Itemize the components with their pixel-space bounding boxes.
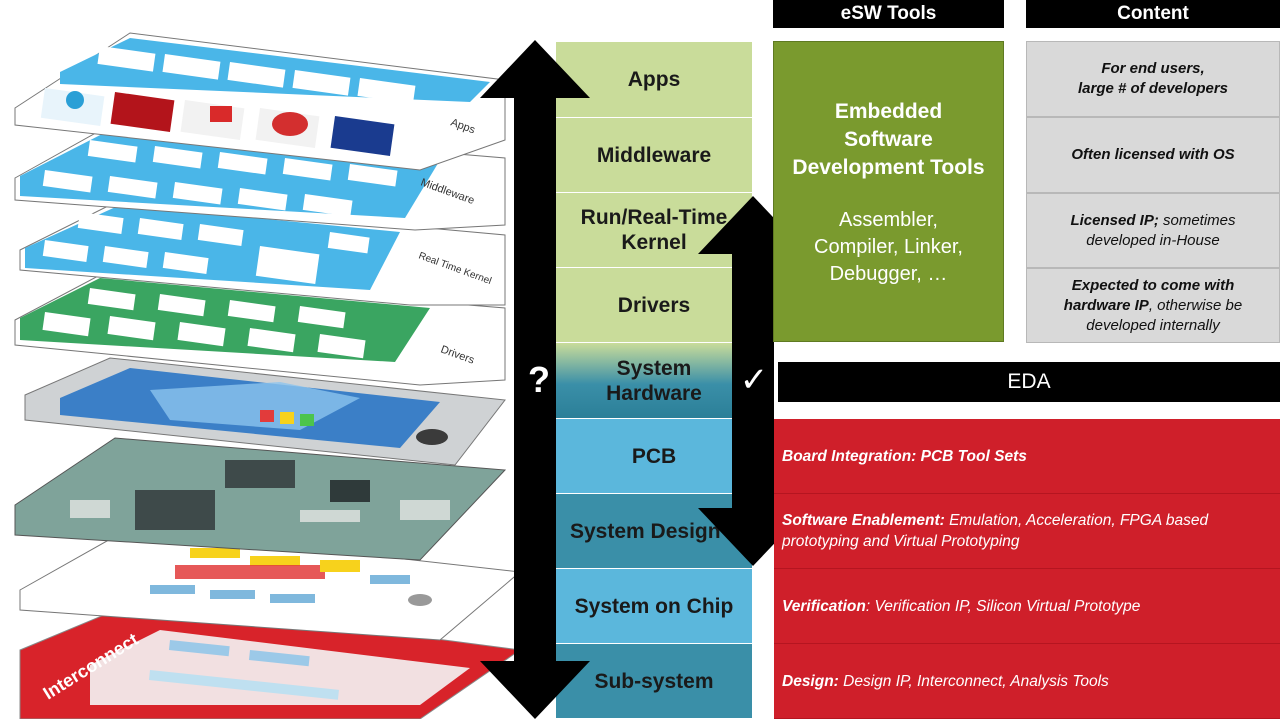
eda-row-2-text: Software Enablement: Emulation, Accelera…: [782, 510, 1268, 552]
eda-row-2-rest: Emulation, Acceleration, FPGA based prot…: [782, 512, 1209, 550]
eda-row-3-text: Verification: Verification IP, Silicon V…: [782, 596, 1140, 617]
content-drivers: Expected to come with hardware IP, other…: [1026, 268, 1280, 343]
esw-tools-header: eSW Tools: [773, 0, 1004, 28]
layer-system-on-chip: System on Chip: [556, 569, 752, 644]
eda-row-3-bold: Verification: [782, 597, 866, 615]
layer-kernel-label-1: Run/Real-Time: [580, 206, 728, 229]
layer-system-hardware-label-2: Hardware: [606, 381, 702, 405]
content-drivers-text: Expected to come with hardware IP, other…: [1037, 276, 1269, 336]
full-stack-double-arrow: [480, 40, 590, 719]
layer-apps: Apps: [556, 42, 752, 118]
check-mark: ✓: [739, 361, 769, 399]
layer-system-hardware-label-1: System: [616, 356, 692, 380]
eda-row-2-bold: Software Enablement:: [782, 512, 945, 529]
eda-row-3-rest: : Verification IP, Silicon Virtual Proto…: [865, 597, 1141, 615]
kernel-layer: Real Time Kernel: [19, 199, 506, 306]
content-kernel-rest: sometimes developed in-House: [1086, 211, 1236, 249]
content-kernel-text: Licensed IP; sometimes developed in-Hous…: [1037, 211, 1269, 251]
content-drivers-bold: Expected to come with hardware IP: [1063, 276, 1235, 314]
esw-title: Embedded Software Development Tools: [774, 98, 1003, 182]
content-drivers-rest: , otherwise be developed internally: [1086, 296, 1243, 334]
layer-soc-label: System on Chip: [574, 594, 734, 618]
eda-row-4-rest: Design IP, Interconnect, Analysis Tools: [838, 672, 1109, 690]
layer-pcb: PCB: [556, 419, 752, 494]
pcb-layer: [14, 437, 507, 561]
content-apps-line-1: For end users,: [1101, 60, 1205, 77]
layer-drivers: Drivers: [556, 268, 752, 343]
content-apps: For end users, large # of developers: [1026, 41, 1280, 117]
layer-system-design: System Design: [556, 494, 752, 569]
interconnect-layer: Interconnect: [19, 599, 522, 719]
apps-layer: Apps: [14, 32, 506, 171]
eda-row-4-text: Design: Design IP, Interconnect, Analysi…: [782, 671, 1109, 692]
content-kernel: Licensed IP; sometimes developed in-Hous…: [1026, 193, 1280, 268]
eda-row-4-bold: Design:: [782, 672, 839, 690]
layer-system-design-label: System Design: [570, 519, 721, 543]
layer-subsystem: Sub-system: [556, 644, 752, 719]
content-kernel-bold: Licensed IP;: [1070, 211, 1159, 229]
eda-row-software-enablement: Software Enablement: Emulation, Accelera…: [774, 494, 1280, 569]
esw-title-line-2: Software: [844, 128, 933, 151]
esw-tools-box: Embedded Software Development Tools Asse…: [773, 41, 1004, 342]
esw-items-line-3: Debugger, …: [829, 263, 948, 285]
eda-row-1-text: Board Integration: PCB Tool Sets: [782, 446, 1027, 467]
esw-items-line-1: Assembler,: [839, 209, 938, 231]
eda-row-verification: Verification: Verification IP, Silicon V…: [774, 569, 1280, 644]
content-header: Content: [1026, 0, 1280, 28]
esw-items-line-2: Compiler, Linker,: [814, 236, 963, 258]
phone-layer: [24, 357, 506, 466]
eda-row-design: Design: Design IP, Interconnect, Analysi…: [774, 644, 1280, 719]
esw-title-line-3: Development Tools: [792, 156, 985, 179]
hardware-software-double-arrow: [698, 196, 808, 566]
layered-stack-illustration: Interconnect: [14, 32, 522, 719]
layer-drivers-label: Drivers: [617, 293, 691, 317]
layer-apps-label: Apps: [627, 68, 681, 91]
question-mark: ?: [528, 359, 550, 400]
content-middleware: Often licensed with OS: [1026, 117, 1280, 193]
eda-row-1-bold: Board Integration: PCB Tool Sets: [782, 447, 1027, 465]
content-apps-line-2: large # of developers: [1077, 80, 1229, 97]
eda-header: EDA: [778, 362, 1280, 402]
layer-kernel: Run/Real-Time Kernel: [556, 193, 752, 268]
layer-pcb-label: PCB: [631, 444, 677, 468]
layer-middleware-label: Middleware: [596, 143, 712, 167]
layer-kernel-label-2: Kernel: [621, 231, 687, 254]
layer-middleware: Middleware: [556, 118, 752, 193]
esw-tool-list: Assembler, Compiler, Linker, Debugger, …: [774, 207, 1003, 288]
layer-system-hardware: System Hardware: [556, 343, 752, 419]
esw-title-line-1: Embedded: [834, 100, 943, 123]
eda-row-board-integration: Board Integration: PCB Tool Sets: [774, 419, 1280, 494]
layer-subsystem-label: Sub-system: [594, 669, 714, 693]
content-middleware-text: Often licensed with OS: [1071, 146, 1235, 163]
